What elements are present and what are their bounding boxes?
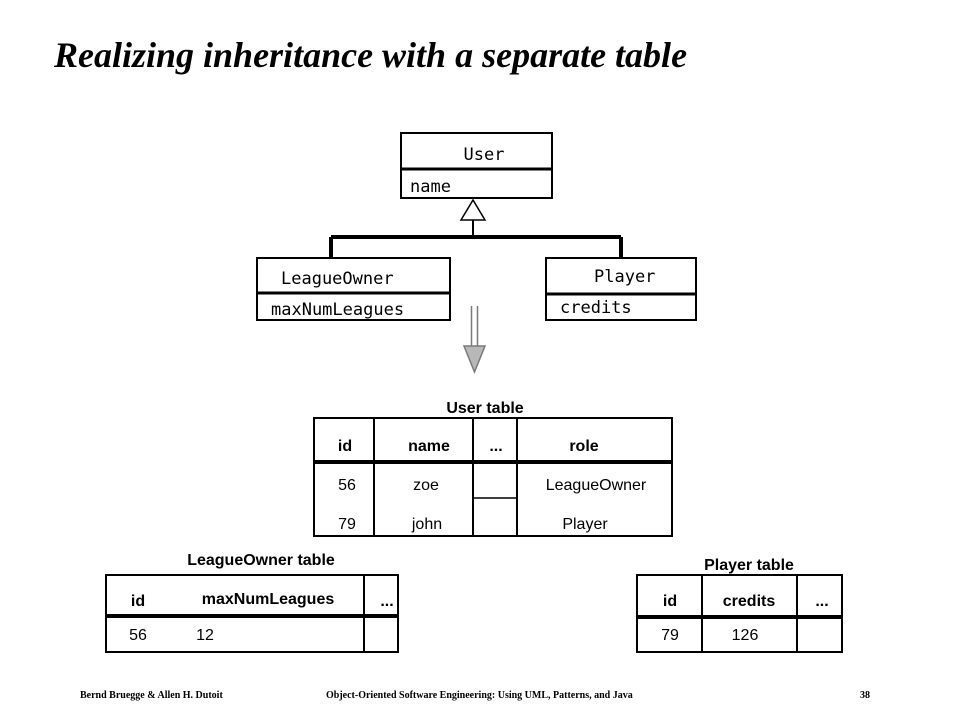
user-row2-role: Player bbox=[562, 516, 608, 533]
slide-title: Realizing inheritance with a separate ta… bbox=[54, 35, 688, 75]
user-table-caption: User table bbox=[446, 400, 523, 417]
class-attr-maxnumleagues: maxNumLeagues bbox=[271, 300, 404, 320]
user-row1-role: LeagueOwner bbox=[546, 477, 647, 494]
user-col-role: role bbox=[569, 438, 598, 455]
leagueowner-table: id maxNumLeagues ... 56 12 bbox=[105, 574, 399, 653]
inheritance-triangle-icon bbox=[459, 198, 487, 221]
footer-page-number: 38 bbox=[860, 690, 870, 701]
leagueowner-col-id: id bbox=[131, 593, 145, 610]
player-row1-credits: 126 bbox=[732, 627, 759, 644]
player-table: id credits ... 79 126 bbox=[636, 574, 843, 653]
player-col-id: id bbox=[663, 593, 677, 610]
class-name-leagueowner: LeagueOwner bbox=[281, 269, 394, 289]
mapping-arrow-icon bbox=[462, 306, 487, 375]
class-box bbox=[256, 257, 451, 321]
class-attr-credits: credits bbox=[560, 298, 632, 318]
player-col-more: ... bbox=[815, 593, 828, 610]
class-attr-name: name bbox=[410, 177, 451, 197]
user-row1-id: 56 bbox=[338, 477, 356, 494]
class-box bbox=[545, 257, 697, 321]
uml-class-player: Player credits bbox=[545, 257, 697, 321]
leagueowner-table-caption: LeagueOwner table bbox=[187, 552, 335, 569]
uml-class-leagueowner: LeagueOwner maxNumLeagues bbox=[256, 257, 451, 321]
user-row2-name: john bbox=[411, 516, 442, 533]
user-col-more: ... bbox=[489, 438, 502, 455]
leagueowner-col-maxnumleagues: maxNumLeagues bbox=[202, 591, 335, 608]
user-col-name: name bbox=[408, 438, 450, 455]
footer-book: Object-Oriented Software Engineering: Us… bbox=[326, 690, 633, 701]
user-row2-id: 79 bbox=[338, 516, 356, 533]
class-name-player: Player bbox=[594, 267, 655, 287]
leagueowner-col-more: ... bbox=[380, 593, 393, 610]
player-col-credits: credits bbox=[723, 593, 776, 610]
footer-authors: Bernd Bruegge & Allen H. Dutoit bbox=[80, 690, 223, 701]
user-col-id: id bbox=[338, 438, 352, 455]
generalization-arrow bbox=[329, 198, 623, 258]
user-table: id name ... role 56 zoe LeagueOwner 79 j… bbox=[313, 417, 673, 537]
player-row1-id: 79 bbox=[661, 627, 679, 644]
leagueowner-row1-maxnumleagues: 12 bbox=[196, 627, 214, 644]
player-table-caption: Player table bbox=[704, 557, 794, 574]
user-row1-name: zoe bbox=[413, 477, 439, 494]
uml-class-user: User name bbox=[400, 132, 553, 199]
class-box bbox=[400, 132, 553, 199]
class-name-user: User bbox=[464, 145, 505, 165]
leagueowner-row1-id: 56 bbox=[129, 627, 147, 644]
